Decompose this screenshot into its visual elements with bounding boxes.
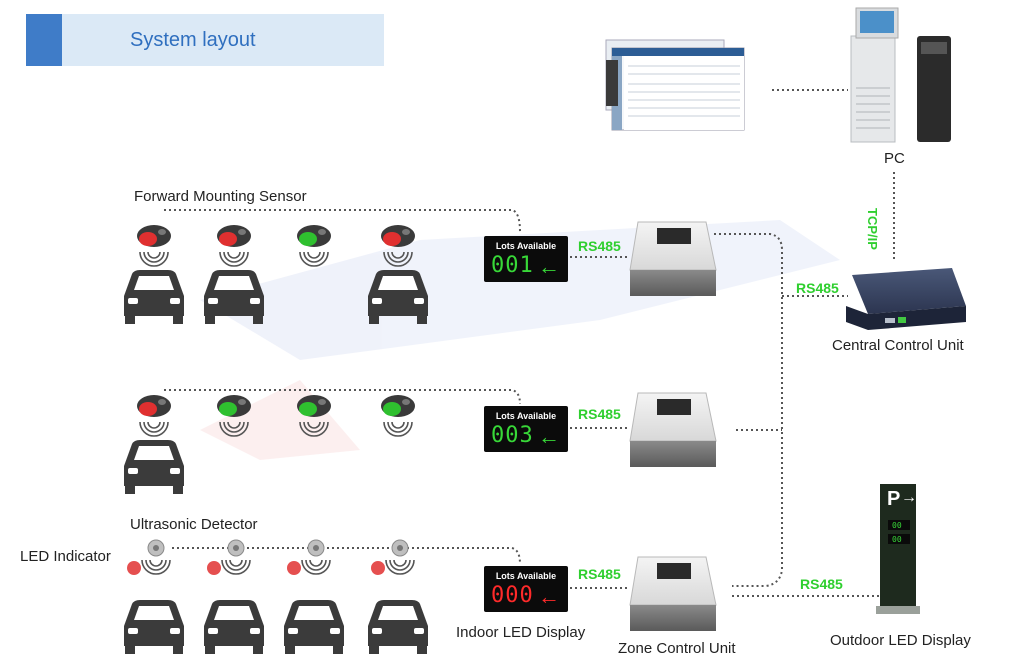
arrow-left-icon: ← [538, 424, 560, 449]
parking-slot-r3-s4 [368, 539, 428, 654]
sensor-layer [124, 225, 428, 654]
software-screenshot [605, 39, 745, 131]
parking-slot-r3-s2 [204, 539, 264, 654]
rs485-label-outdoor: RS485 [800, 576, 843, 592]
outdoor-led-label: Outdoor LED Display [830, 632, 971, 649]
zone-control-unit-3 [629, 556, 717, 631]
display-heading: Lots Available [495, 411, 557, 421]
display-count: 001 [491, 253, 534, 278]
parking-slot-r2-s3 [297, 395, 331, 437]
title-box [26, 14, 384, 66]
display-count: 003 [491, 423, 534, 448]
row1-sensor-bus [164, 209, 521, 233]
indoor-led-display-1: Lots Available 001 ← [484, 236, 568, 282]
parking-slot-r2-s4 [381, 395, 415, 437]
parking-slot-r1-s2 [204, 225, 264, 324]
page-title: System layout [130, 29, 256, 51]
outdoor-led-pylon: 00 00 [876, 484, 920, 614]
parking-slot-r2-s1 [124, 395, 184, 494]
zone-control-unit-2 [629, 392, 717, 467]
zone-unit-label: Zone Control Unit [618, 640, 736, 657]
tcpip-label: TCP/IP [865, 208, 880, 250]
parking-slot-r1-s1 [124, 225, 184, 324]
central-control-unit [846, 268, 966, 330]
forward-sensor-label: Forward Mounting Sensor [134, 188, 307, 205]
parking-slot-r3-s1 [124, 539, 184, 654]
parking-slot-r1-s4 [368, 225, 428, 324]
rs485-label-row3: RS485 [578, 566, 621, 582]
led-indicator-label: LED Indicator [20, 548, 111, 565]
parking-slot-r3-s3 [284, 539, 344, 654]
arrow-left-icon: ← [538, 254, 560, 279]
indoor-led-label: Indoor LED Display [456, 624, 586, 641]
indoor-led-display-2: Lots Available 003 ← [484, 406, 568, 452]
svg-text:00: 00 [892, 535, 902, 544]
zone-trunk-line [714, 233, 783, 587]
zone-control-unit-1 [629, 221, 717, 296]
row2-sensor-bus [164, 389, 521, 405]
outdoor-sign-letter: P [887, 488, 901, 510]
pc-label: PC [884, 150, 905, 167]
row3-sensor-bus [172, 547, 521, 565]
connection-lines [164, 89, 895, 597]
outdoor-sign-arrow-icon: → [901, 489, 917, 506]
indoor-led-display-3: Lots Available 000 ← [484, 566, 568, 612]
rs485-label-row1: RS485 [578, 238, 621, 254]
rs485-label-row2: RS485 [578, 406, 621, 422]
rs485-label-ccu: RS485 [796, 280, 839, 296]
display-count: 000 [491, 583, 534, 608]
display-heading: Lots Available [495, 571, 557, 581]
parking-slot-r2-s2 [217, 395, 251, 437]
display-heading: Lots Available [495, 241, 557, 251]
title-accent-stripe [26, 14, 62, 66]
parking-slot-r1-s3 [297, 225, 331, 267]
pc-workstation [850, 7, 951, 143]
ultrasonic-label: Ultrasonic Detector [130, 516, 258, 533]
arrow-left-icon: ← [538, 584, 560, 609]
svg-text:00: 00 [892, 521, 902, 530]
central-unit-label: Central Control Unit [832, 337, 964, 354]
